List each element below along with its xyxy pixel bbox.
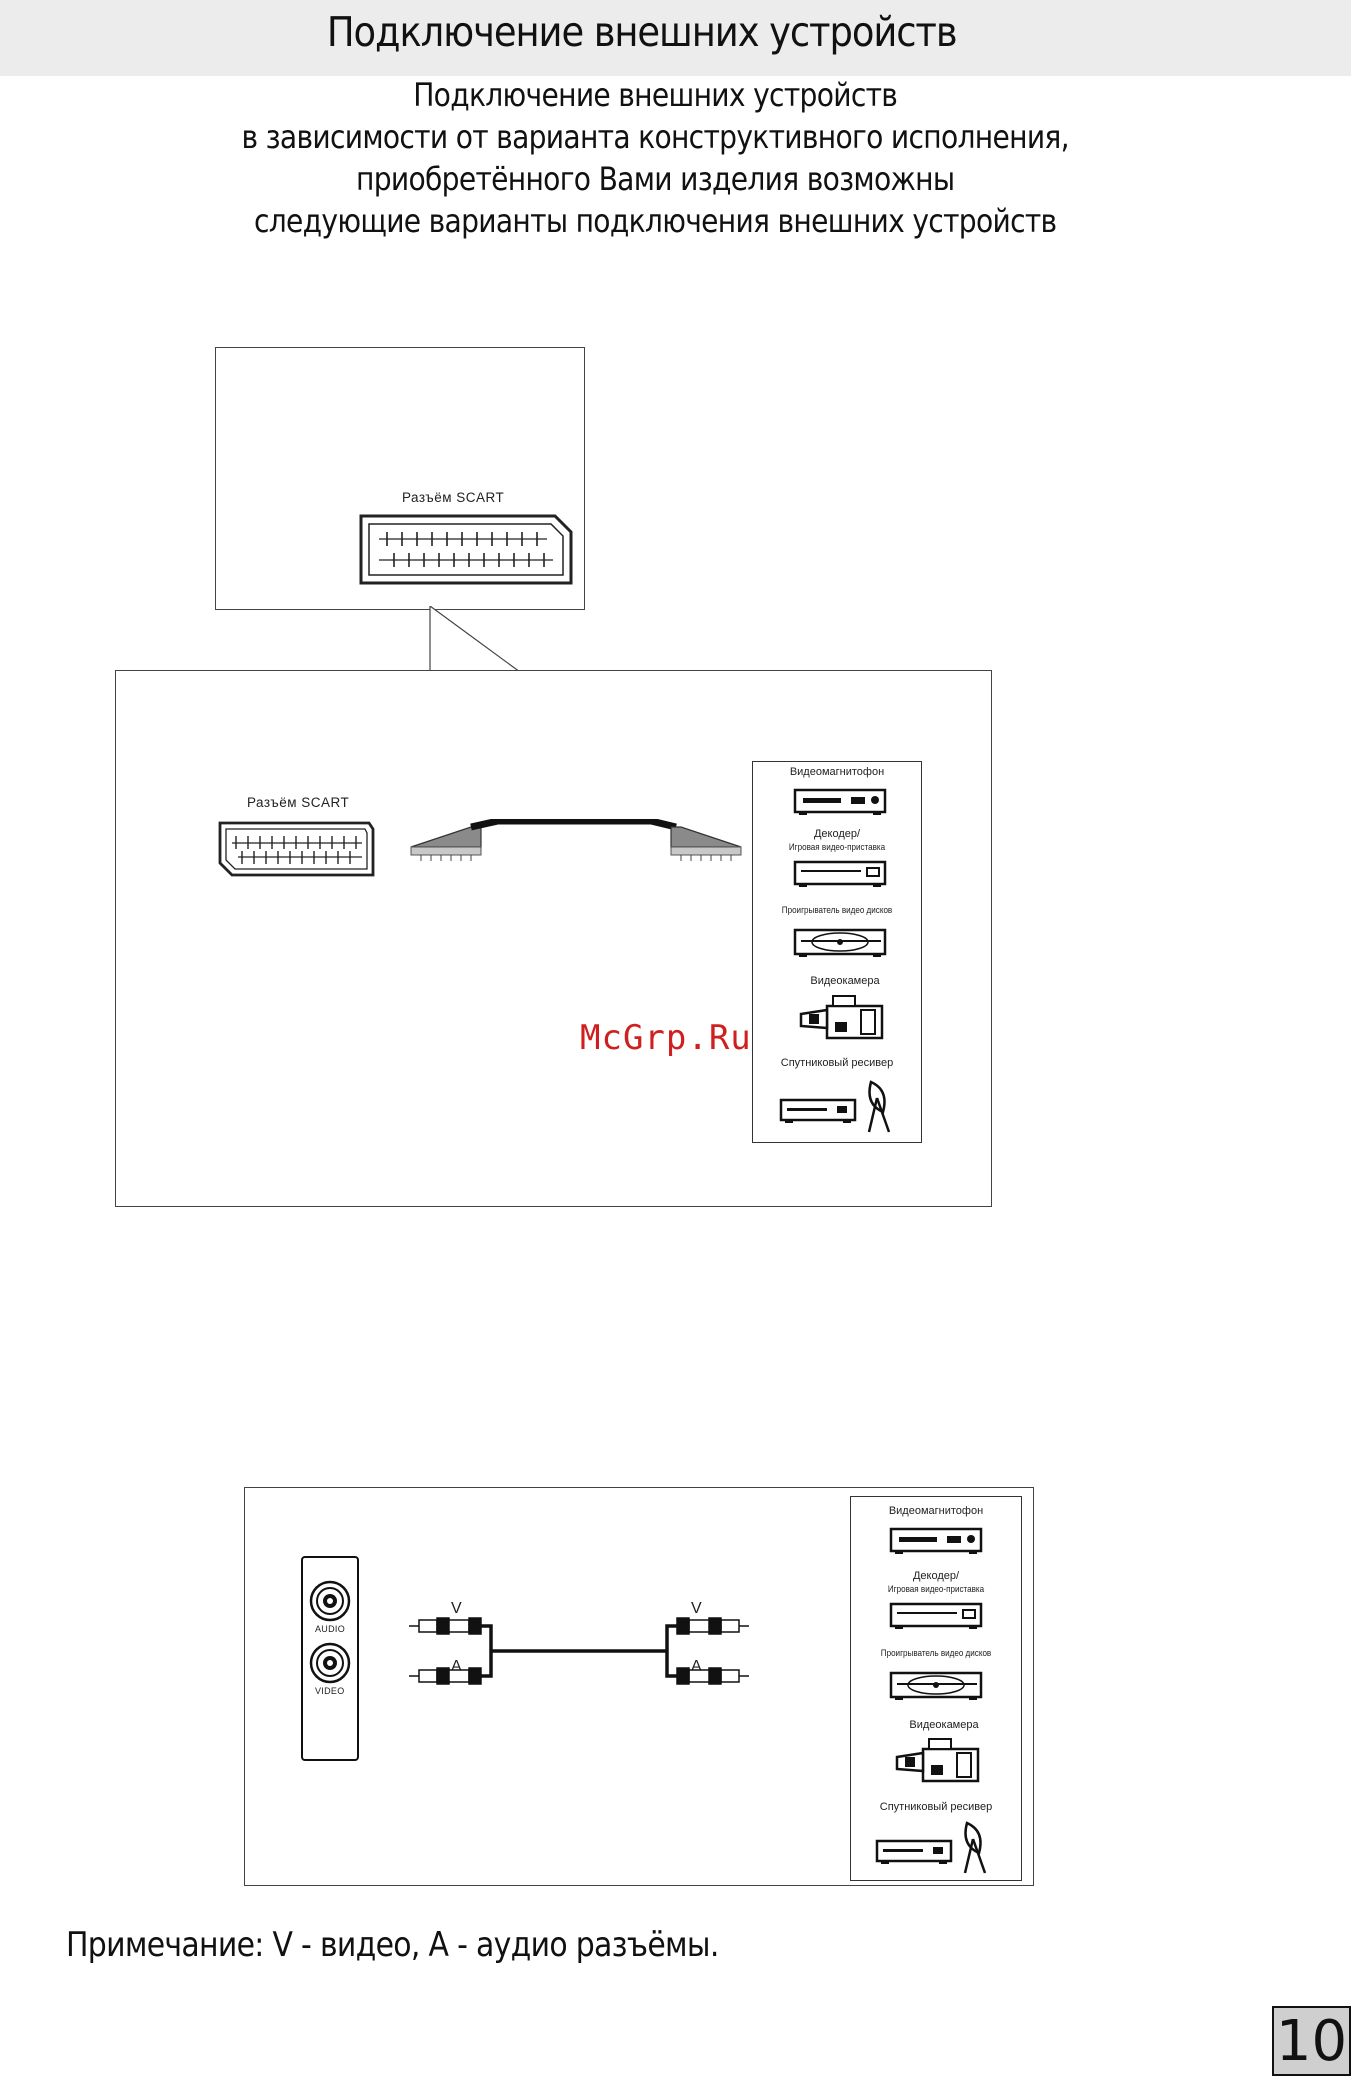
rca-cable-icon [409, 1617, 749, 1685]
vcr-icon [793, 788, 887, 815]
device-label-satellite: Спутниковый ресивер [780, 1057, 894, 1069]
dvd-player-icon [889, 1671, 983, 1700]
audio-jack-icon [309, 1580, 351, 1622]
footnote: Примечание: V - видео, A - аудио разъёмы… [66, 1925, 719, 1965]
header-band [0, 0, 1351, 76]
rca-jack-panel: AUDIO VIDEO [301, 1556, 359, 1761]
device-label-vcr: Видеомагнитофон [888, 1505, 984, 1517]
camcorder-icon [895, 1738, 980, 1783]
audio-jack-label: AUDIO [315, 1624, 346, 1634]
cable-label-v-right: V [691, 1600, 702, 1617]
scart-diagram-box: Разъём SCART Видеомагнитофон [115, 670, 992, 1207]
dvd-player-icon [793, 928, 887, 957]
device-label-dvd: Проигрыватель видео дисков [880, 1648, 992, 1659]
cable-label-v-left: V [451, 1600, 462, 1617]
cable-label-a-left: A [451, 1658, 462, 1675]
page-title: Подключение внешних устройств [326, 8, 958, 56]
device-label-camcorder: Видеокамера [909, 1719, 979, 1731]
satellite-receiver-icon [779, 1080, 891, 1133]
scart-inset-box: Разъём SCART [215, 347, 585, 610]
video-jack-label: VIDEO [315, 1686, 345, 1696]
scart-connector-icon [359, 514, 573, 585]
device-label-satellite: Спутниковый ресивер [879, 1801, 993, 1813]
decoder-icon [889, 1602, 983, 1629]
intro-text: Подключение внешних устройств в зависимо… [180, 74, 1130, 242]
callout-pointer [429, 606, 521, 672]
device-label-console: Игровая видео-приставка [887, 1584, 985, 1595]
device-panel-scart: Видеомагнитофон Декодер/ Игровая видео-п… [752, 761, 922, 1143]
device-label-decoder: Декодер/ [813, 828, 861, 840]
camcorder-icon [799, 995, 884, 1040]
decoder-icon [793, 860, 887, 887]
vcr-icon [889, 1527, 983, 1554]
rca-diagram-box: AUDIO VIDEO V A V A Видеом [244, 1487, 1034, 1886]
intro-line: следующие варианты подключения внешних у… [253, 202, 1057, 240]
scart-inset-label: Разъём SCART [402, 490, 505, 505]
cable-label-a-right: A [691, 1658, 702, 1675]
device-label-console: Игровая видео-приставка [788, 842, 886, 853]
intro-line: приобретённого Вами изделия возможны [355, 160, 955, 198]
scart-main-label: Разъём SCART [247, 795, 350, 810]
scart-cable-icon [410, 819, 742, 861]
watermark: McGrp.Ru [580, 1018, 752, 1058]
intro-line: Подключение внешних устройств [413, 76, 898, 114]
device-panel-rca: Видеомагнитофон Декодер/ Игровая видео-п… [850, 1496, 1022, 1881]
device-label-vcr: Видеомагнитофон [789, 766, 885, 778]
device-label-dvd: Проигрыватель видео дисков [781, 905, 893, 916]
satellite-receiver-icon [875, 1821, 987, 1874]
intro-line: в зависимости от варианта конструктивног… [241, 118, 1069, 156]
page-number: 10 [1272, 2006, 1351, 2076]
device-label-camcorder: Видеокамера [810, 975, 880, 987]
scart-socket-icon [218, 821, 375, 877]
device-label-decoder: Декодер/ [912, 1570, 960, 1582]
video-jack-icon [309, 1642, 351, 1684]
